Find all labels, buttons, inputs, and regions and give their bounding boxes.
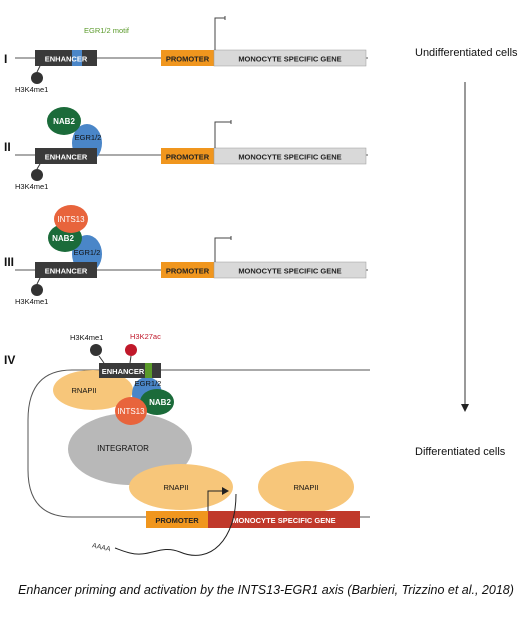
h3k4me1-label: H3K4me1 xyxy=(15,182,48,191)
egr12-label: EGR1/2 xyxy=(135,379,162,388)
promoter-box xyxy=(161,262,214,278)
egr12-label: EGR1/2 xyxy=(74,248,101,257)
promoter-box xyxy=(161,50,214,66)
figure-caption: Enhancer priming and activation by the I… xyxy=(18,583,514,597)
stage-2-numeral: II xyxy=(4,140,11,154)
h3k4me1-label: H3K4me1 xyxy=(15,85,48,94)
stage-1: I ENHANCER EGR1/2 motif H3K4me1 PROMOTER… xyxy=(4,16,368,94)
tss-arrow xyxy=(207,490,222,511)
h3k4me1-label: H3K4me1 xyxy=(15,297,48,306)
integrator-label: INTEGRATOR xyxy=(97,444,149,453)
promoter-box xyxy=(146,511,208,528)
rnapii-promoter xyxy=(129,464,233,510)
promoter-label: PROMOTER xyxy=(166,55,210,64)
rnapii-label: RNAPII xyxy=(163,483,188,492)
stage-2: II EGR1/2 NAB2 ENHANCER H3K4me1 PROMOTER… xyxy=(4,107,368,191)
histone-mark xyxy=(31,169,43,181)
stage-1-numeral: I xyxy=(4,52,7,66)
h3k4me1-label: H3K4me1 xyxy=(70,333,103,342)
egr-motif-mark xyxy=(145,363,152,378)
polya-label: AAAA xyxy=(91,542,111,553)
nab2-protein xyxy=(140,389,174,415)
histone-tail xyxy=(98,355,105,364)
gene-box xyxy=(213,49,367,67)
differentiated-label: Differentiated cells xyxy=(415,446,506,458)
enhancer-label: ENHANCER xyxy=(45,267,88,276)
ints13-protein xyxy=(54,205,88,233)
tss-arrow xyxy=(214,17,225,50)
gene-label: MONOCYTE SPECIFIC GENE xyxy=(238,153,341,162)
ints13-label: INTS13 xyxy=(117,407,145,416)
histone-tail xyxy=(36,277,41,285)
nab2-label: NAB2 xyxy=(52,234,74,243)
histone-tail xyxy=(36,163,41,170)
gene-box-active xyxy=(208,511,360,528)
acetyl-tail xyxy=(129,355,132,364)
histone-mark xyxy=(31,72,43,84)
differentiation-axis: Undifferentiated cells Differentiated ce… xyxy=(415,47,518,458)
egr-motif-mark xyxy=(72,50,82,66)
motif-label: EGR1/2 motif xyxy=(84,26,130,35)
ints13-protein xyxy=(115,397,147,425)
histone-mark xyxy=(31,284,43,296)
promoter-label: PROMOTER xyxy=(166,267,210,276)
enhancer-box xyxy=(35,262,97,278)
enhancer-box xyxy=(35,148,97,164)
promoter-label: PROMOTER xyxy=(166,153,210,162)
gene-box xyxy=(213,147,367,165)
enhancer-label: ENHANCER xyxy=(45,153,88,162)
stage-3-numeral: III xyxy=(4,255,14,269)
promoter-box xyxy=(161,148,214,164)
dna-loop xyxy=(27,369,370,518)
nab2-protein xyxy=(47,107,81,135)
gene-label: MONOCYTE SPECIFIC GENE xyxy=(232,516,335,525)
enhancer-label: ENHANCER xyxy=(102,367,145,376)
histone-tail xyxy=(36,65,41,73)
undifferentiated-label: Undifferentiated cells xyxy=(415,47,518,59)
rnapii-label: RNAPII xyxy=(71,386,96,395)
acetyl-mark xyxy=(125,344,137,356)
egr12-label: EGR1/2 xyxy=(75,133,102,142)
tss-arrow xyxy=(214,237,231,262)
tss-arrow xyxy=(214,121,231,148)
nab2-label: NAB2 xyxy=(53,117,75,126)
nab2-label: NAB2 xyxy=(149,398,171,407)
stage-4-numeral: IV xyxy=(4,353,15,367)
tss-arrowhead xyxy=(222,487,229,495)
h3k27ac-label: H3K27ac xyxy=(130,332,161,341)
gene-label: MONOCYTE SPECIFIC GENE xyxy=(238,267,341,276)
rnapii-label: RNAPII xyxy=(293,483,318,492)
gene-label: MONOCYTE SPECIFIC GENE xyxy=(238,55,341,64)
promoter-label: PROMOTER xyxy=(155,516,199,525)
rnapii-enhancer xyxy=(53,370,133,410)
histone-mark xyxy=(90,344,102,356)
rnapii-gene-body xyxy=(258,461,354,513)
stage-3: III EGR1/2 NAB2 INTS13 ENHANCER H3K4me1 … xyxy=(4,205,368,306)
stage-4: IV INTEGRATOR RNAPII EGR1/2 NAB2 INTS13 … xyxy=(4,332,370,556)
enhancer-label: ENHANCER xyxy=(45,55,88,64)
nascent-rna xyxy=(114,493,237,556)
ints13-label: INTS13 xyxy=(57,215,85,224)
gene-box xyxy=(213,261,367,279)
